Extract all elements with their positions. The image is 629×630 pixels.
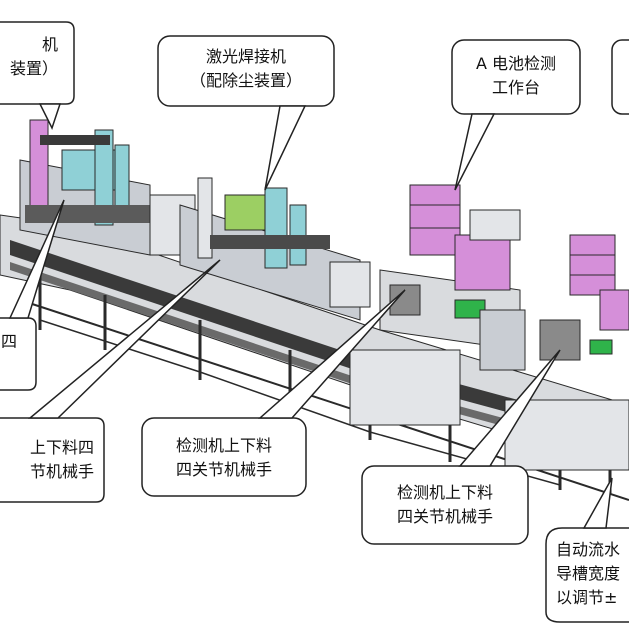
callout-laser-welder: 激光焊接机 （配除尘装置） [158,45,334,93]
callout-line: 检测机上下料 [396,483,493,502]
callout-loader-robot-3: 检测机上下料 四关节机械手 [362,481,528,529]
callout-line: 四 [0,332,17,351]
callout-loader-robot-1: 上下料四 节机械手 [0,436,94,484]
callout-line: 激光焊接机 [205,47,286,66]
callout-loader-robot-2: 检测机上下料 四关节机械手 [142,434,306,482]
laser-welder-station [179,177,371,321]
callout-left-robot-partial: 四 [0,330,20,354]
callout-line: 装置） [9,59,58,78]
conveyor-line [0,214,629,501]
battery-inspection-station-a [349,184,526,426]
callout-line: A 电池检测 [475,54,557,73]
callout-line: 上下料四 [29,438,94,457]
callout-line: 四关节机械手 [175,460,272,479]
callout-top-left-partial: 机 装置） [0,33,58,81]
callout-line: （配除尘装置） [189,71,302,90]
callout-line: 工作台 [491,78,540,97]
callout-line: 检测机上下料 [175,436,272,455]
callout-line: 导槽宽度 [556,564,621,583]
welding-station-left [19,119,196,256]
callout-line: 以调节± [556,588,618,607]
callout-battery-a-station: A 电池检测 工作台 [452,52,580,100]
callout-line: 机 [41,35,58,54]
callout-line: 自动流水 [556,540,621,559]
battery-inspection-station-b [504,234,629,471]
callout-conveyor-note: 自动流水 导槽宽度 以调节± [556,538,629,610]
callout-line: 四关节机械手 [396,507,493,526]
callout-line: 节机械手 [29,462,94,481]
callout-bubbles [0,21,629,623]
